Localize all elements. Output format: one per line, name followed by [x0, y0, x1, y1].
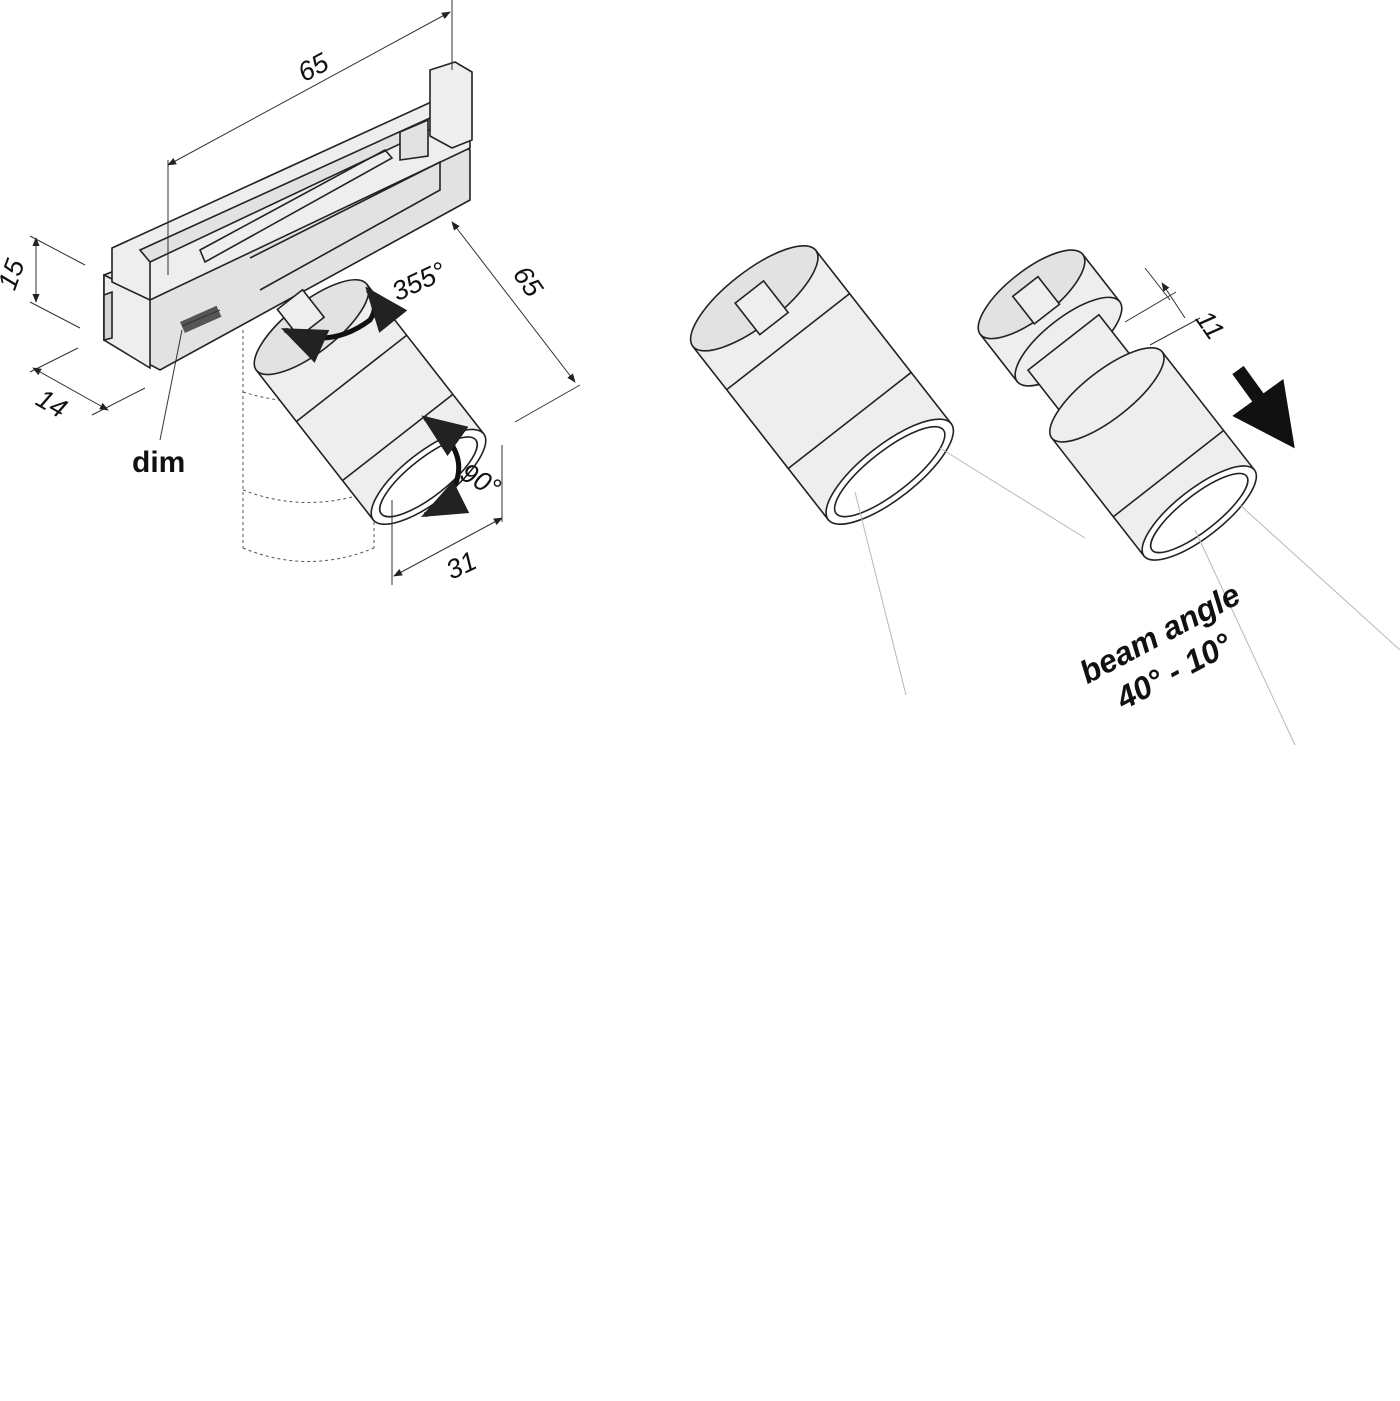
beam-angle-label: beam angle 40° - 10° [1074, 576, 1246, 717]
dim-extension-label: 11 [1190, 305, 1231, 345]
dim-control [179, 305, 222, 333]
dim-height-label: 15 [0, 254, 31, 293]
dim-depth-label: 14 [31, 383, 72, 424]
beam-lines-right [1194, 504, 1400, 746]
dim-feature-label: dim [132, 446, 185, 479]
dimension-lines [29, 0, 581, 585]
extension-dimension [1124, 267, 1201, 346]
beam-lines-middle [854, 447, 1086, 696]
dim-width-top-label: 65 [293, 47, 334, 88]
rotation-arrow-vertical [420, 415, 470, 518]
extend-direction-arrow [1232, 365, 1295, 449]
rotation-horizontal-label: 355° [387, 256, 450, 307]
dim-diameter-label: 31 [441, 546, 481, 586]
spotlight-middle [689, 244, 955, 526]
rotation-arrow-horizontal [280, 286, 408, 363]
dim-width-right-label: 65 [507, 261, 549, 304]
spotlight-right [977, 249, 1258, 561]
